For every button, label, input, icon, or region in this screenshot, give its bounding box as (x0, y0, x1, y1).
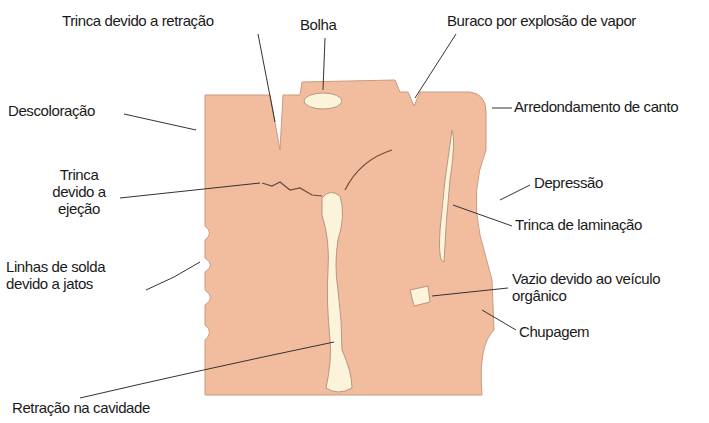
bubble (304, 93, 342, 109)
callout-label: Trinca devido a ejeção (40, 166, 118, 217)
callout-label: Retração na cavidade (12, 399, 212, 416)
lamination-crack (440, 130, 454, 262)
callout-label: Trinca devido a retração (62, 12, 272, 29)
callout-label: Depressão (534, 174, 634, 191)
callout-label: Descoloração (8, 102, 128, 119)
callout-label: Arredondamento de canto (514, 98, 706, 115)
callout-label: Trinca de laminação (515, 216, 695, 233)
ejection-crack (262, 150, 392, 196)
callout-label: Linhas de solda devido a jatos (6, 258, 144, 292)
organic-void (410, 286, 430, 306)
shrinkage-cavity (322, 192, 352, 392)
molded-part (205, 80, 494, 395)
callout-label: Buraco por explosão de vapor (447, 12, 702, 29)
leader-lines (80, 34, 530, 398)
callout-label: Bolha (300, 16, 360, 33)
callout-label: Chupagem (519, 323, 619, 340)
callout-label: Vazio devido ao veículo orgânico (512, 270, 687, 304)
